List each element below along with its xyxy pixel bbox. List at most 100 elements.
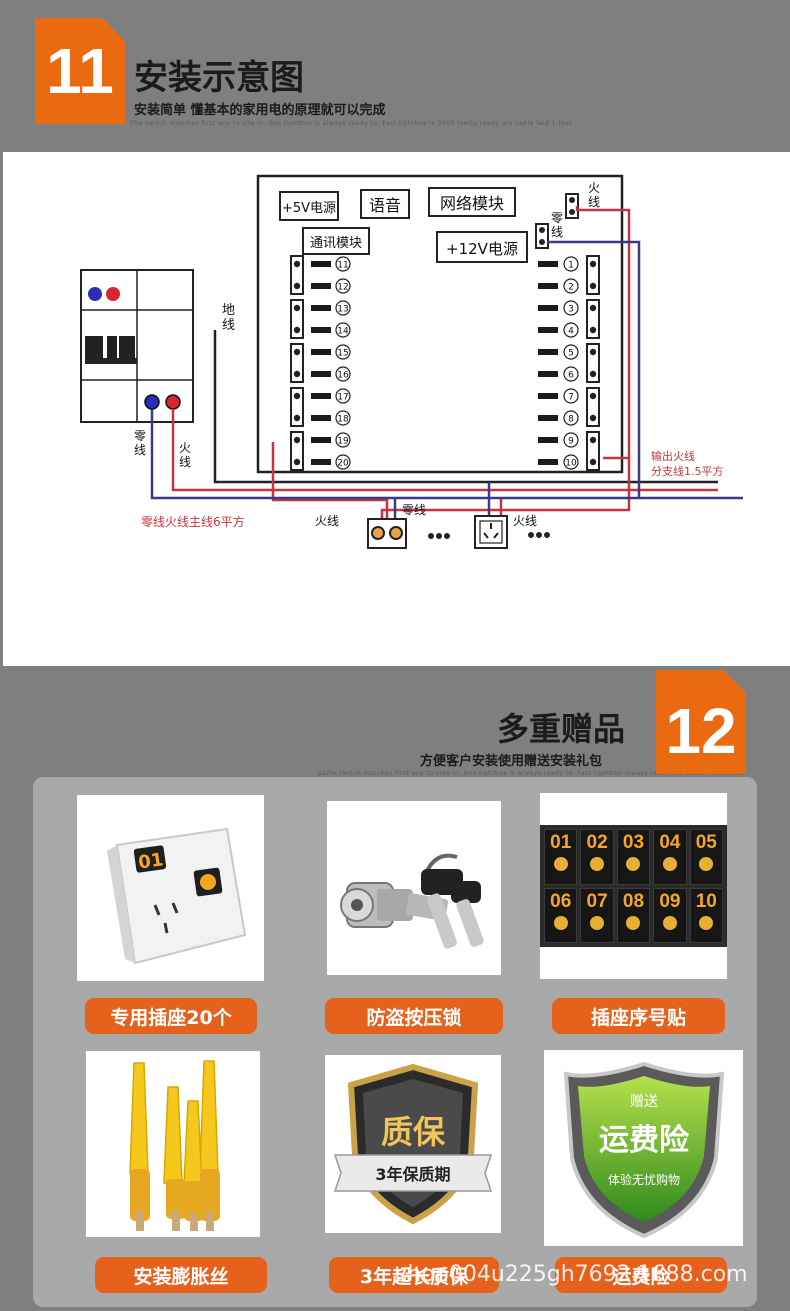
gift-label-lock: 防盗按压锁	[325, 998, 503, 1034]
terminal-block-icon	[290, 299, 304, 339]
output-number: 6	[568, 371, 574, 381]
label-ground: 地线	[222, 303, 235, 333]
output-number: 19	[337, 437, 349, 447]
section-title: 安装示意图	[134, 58, 304, 98]
output-row: 16	[311, 366, 351, 382]
svg-text:零线: 零线	[551, 211, 563, 239]
neutral-terminal-icon	[88, 287, 102, 301]
sticker-logo-icon	[590, 857, 605, 871]
number-sticker: 01	[544, 829, 578, 885]
neutral-out-terminal-icon	[144, 394, 160, 410]
output-relay-icon	[538, 305, 558, 311]
output-relay-icon	[538, 349, 558, 355]
terminal-block-icon	[290, 343, 304, 383]
output-relay-icon	[538, 283, 558, 289]
svg-text:3年保质期: 3年保质期	[375, 1165, 450, 1184]
output-row: 18	[311, 410, 351, 426]
section-number: 12	[665, 695, 737, 767]
output-number-circle	[563, 322, 579, 338]
gift-card-insurance: 赠送 运费险 体验无忧购物	[544, 1050, 743, 1246]
gift-label-stickers: 插座序号贴	[552, 998, 725, 1034]
section-subtitle: 安装简单 懂基本的家用电的原理就可以完成	[134, 103, 386, 118]
sticker-logo-icon	[626, 857, 641, 871]
sticker-logo-icon	[662, 915, 677, 930]
output-row: 9	[538, 432, 579, 448]
gift-label-socket: 专用插座20个	[85, 998, 257, 1034]
output-number: 7	[568, 393, 574, 403]
lock-key-icon	[340, 853, 484, 949]
label-socket2-live: 火线	[513, 514, 537, 528]
output-number: 16	[337, 371, 349, 381]
output-relay-icon	[538, 261, 558, 267]
number-sticker: 02	[580, 829, 614, 885]
number-sticker: 04	[653, 829, 687, 885]
output-row: 19	[311, 432, 351, 448]
output-row: 13	[311, 300, 351, 316]
output-row: 3	[538, 300, 579, 316]
gift-card-socket: 01	[77, 795, 264, 981]
output-number: 10	[565, 459, 577, 469]
terminal-block-icon	[290, 255, 304, 295]
svg-text:火线: 火线	[179, 441, 191, 469]
live-terminal-icon	[106, 287, 120, 301]
module-network: 网络模块	[428, 187, 516, 217]
section-number-badge: 12	[656, 670, 746, 774]
output-number-circle	[335, 300, 351, 316]
output-number-circle	[335, 454, 351, 470]
module-power-12v: +12V电源	[436, 231, 528, 263]
section-11-header: 11 安装示意图 安装简单 懂基本的家用电的原理就可以完成 The switch…	[0, 0, 790, 150]
number-sticker: 09	[653, 887, 687, 943]
module-power-5v: +5V电源	[279, 191, 339, 221]
terminal-block-icon	[290, 431, 304, 471]
terminal-block-icon	[586, 387, 600, 427]
terminal-block-icon	[586, 343, 600, 383]
socket-dots-2	[528, 532, 550, 538]
store-watermark: shop004u225gh7692.1688.com	[396, 1262, 748, 1287]
svg-text:质保: 质保	[381, 1113, 446, 1151]
gift-card-anchors	[86, 1051, 260, 1237]
output-number: 3	[568, 305, 574, 315]
module-comm: 通讯模块	[302, 227, 370, 255]
wall-anchor-icon	[129, 1060, 220, 1231]
number-sticker: 05	[689, 829, 723, 885]
socket-two-pin-icon	[367, 518, 407, 549]
output-number: 17	[337, 393, 348, 403]
output-relay-icon	[538, 459, 558, 465]
section-fine-print: The switch matches first any to site in.…	[130, 120, 573, 127]
section-number: 11	[46, 35, 114, 107]
sticker-logo-icon	[699, 857, 714, 871]
gift-card-warranty: 质保 3年保质期	[325, 1055, 501, 1233]
output-relay-icon	[311, 327, 331, 333]
svg-text:赠送: 赠送	[630, 1094, 658, 1110]
socket-product-icon: 01	[107, 827, 247, 965]
terminal-block-icon	[586, 299, 600, 339]
output-number-circle	[335, 432, 351, 448]
output-number: 12	[337, 283, 348, 293]
output-number-circle	[563, 410, 579, 426]
insurance-shield-icon: 赠送 运费险 体验无忧购物	[563, 1061, 725, 1239]
live-wire	[171, 206, 718, 520]
output-relay-icon	[311, 261, 331, 267]
output-row: 7	[538, 388, 579, 404]
output-number-circle	[563, 454, 579, 470]
output-number-circle	[335, 366, 351, 382]
output-number: 8	[568, 415, 574, 425]
output-row: 10	[538, 454, 579, 470]
output-number-circle	[335, 322, 351, 338]
gift-label-warranty: 3年超长质保	[329, 1257, 499, 1293]
svg-text:火线: 火线	[588, 181, 600, 209]
output-relay-icon	[538, 393, 558, 399]
output-row: 11	[311, 256, 351, 272]
output-number-circle	[335, 278, 351, 294]
output-row: 14	[311, 322, 351, 338]
output-number-circle	[563, 388, 579, 404]
gift-label-insurance: 运费险	[555, 1257, 727, 1293]
label-branch-spec: 分支线1.5平方	[651, 464, 724, 478]
sticker-logo-icon	[553, 915, 568, 930]
number-sticker: 08	[616, 887, 651, 943]
output-row: 4	[538, 322, 579, 338]
